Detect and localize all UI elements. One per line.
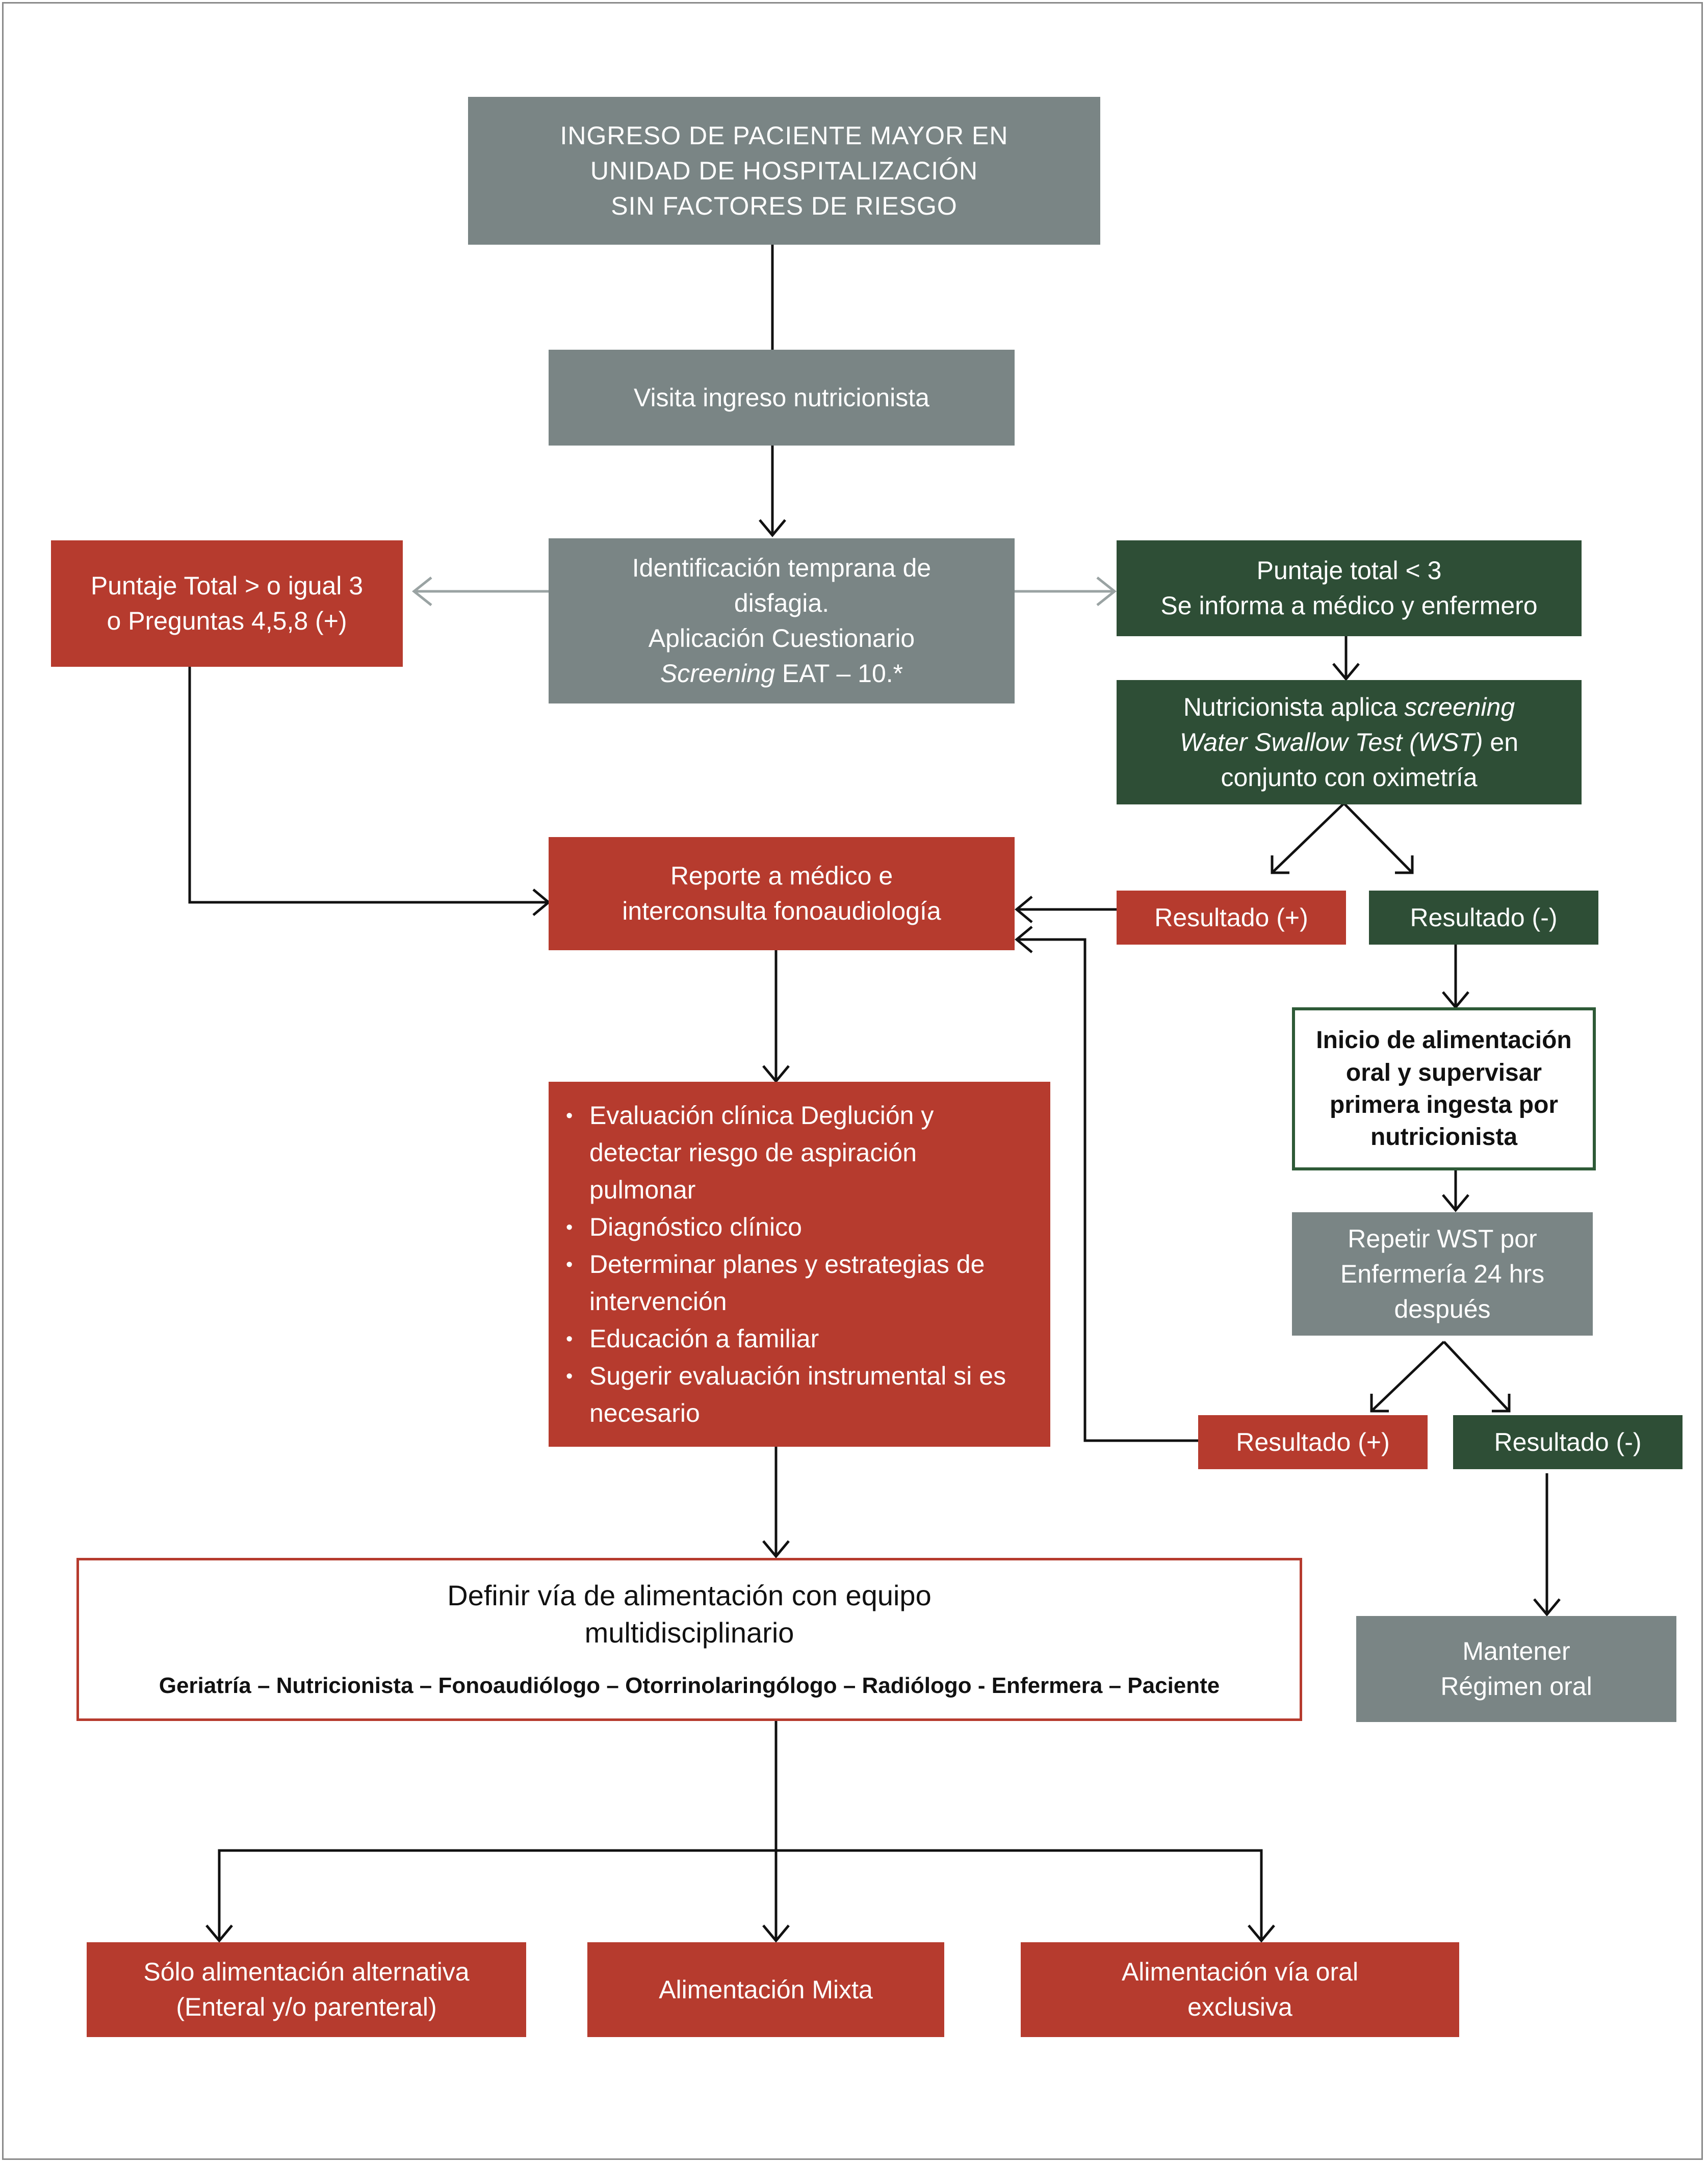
arrowhead bbox=[1015, 926, 1033, 953]
result1-negative-box: Resultado (-) bbox=[1369, 891, 1598, 945]
repeat-line-3: después bbox=[1394, 1294, 1491, 1323]
evaluation-item: Determinar planes y estrategias de inter… bbox=[566, 1246, 1030, 1320]
wst-line-1-plain: Nutricionista aplica bbox=[1183, 692, 1405, 721]
arrow-result2-pos-to-report bbox=[1018, 938, 1198, 1442]
arrowhead bbox=[762, 1924, 790, 1943]
arrowhead bbox=[1442, 1194, 1469, 1212]
arrowhead bbox=[1271, 855, 1289, 874]
oral-feeding-start-box: Inicio de alimentación oral y supervisar… bbox=[1292, 1007, 1596, 1170]
arrow-define-branch bbox=[218, 1849, 1263, 1940]
define-line-2: multidisciplinario bbox=[584, 1616, 794, 1649]
arrowhead bbox=[1492, 1394, 1511, 1413]
visit-label: Visita ingreso nutricionista bbox=[634, 383, 929, 412]
maintain-line-2: Régimen oral bbox=[1440, 1672, 1592, 1701]
evaluation-item: Diagnóstico clínico bbox=[566, 1209, 1030, 1246]
arrowhead bbox=[1533, 1598, 1561, 1617]
wst-line-3: conjunto con oximetría bbox=[1221, 763, 1478, 792]
maintain-line-1: Mantener bbox=[1462, 1637, 1570, 1665]
screening-line-4: Screening EAT – 10.* bbox=[660, 656, 903, 691]
screening-eat10: EAT – 10.* bbox=[775, 659, 903, 688]
maintain-oral-regimen-box: Mantener Régimen oral bbox=[1356, 1616, 1676, 1722]
nutritionist-visit-box: Visita ingreso nutricionista bbox=[549, 350, 1015, 446]
arrowhead bbox=[762, 1540, 790, 1558]
wst-screening-box: Nutricionista aplica screening Water Swa… bbox=[1117, 680, 1582, 804]
repeat-line-2: Enfermería 24 hrs bbox=[1340, 1259, 1545, 1288]
arrow-wst-to-result1-pos bbox=[1271, 802, 1345, 874]
oral-start-line-4: nutricionista bbox=[1370, 1124, 1518, 1151]
alternative-line-2: (Enteral y/o parenteral) bbox=[176, 1993, 437, 2021]
report-line-2: interconsulta fonoaudiología bbox=[622, 897, 941, 925]
arrowhead bbox=[762, 1065, 790, 1083]
negative-score-box: Puntaje total < 3 Se informa a médico y … bbox=[1117, 540, 1582, 636]
define-team: Geriatría – Nutricionista – Fonoaudiólog… bbox=[159, 1673, 1220, 1699]
mixed-label: Alimentación Mixta bbox=[659, 1975, 873, 2004]
start-admission-box: INGRESO DE PACIENTE MAYOR EN UNIDAD DE H… bbox=[468, 97, 1100, 245]
wst-line-1-italic: screening bbox=[1404, 692, 1515, 721]
repeat-line-1: Repetir WST por bbox=[1348, 1224, 1537, 1253]
evaluation-item: Educación a familiar bbox=[566, 1320, 1030, 1358]
outcome-alternative-box: Sólo alimentación alternativa (Enteral y… bbox=[87, 1942, 526, 2037]
wst-line-2: Water Swallow Test (WST) en bbox=[1180, 725, 1518, 760]
arrowhead bbox=[1248, 1924, 1275, 1943]
screening-line-1: Identificación temprana de bbox=[632, 554, 931, 582]
positive-score-box: Puntaje Total > o igual 3 o Preguntas 4,… bbox=[51, 540, 403, 667]
result1-positive-box: Resultado (+) bbox=[1117, 891, 1346, 945]
result2-negative-label: Resultado (-) bbox=[1494, 1427, 1642, 1456]
wst-line-2-rest: en bbox=[1483, 727, 1519, 757]
result2-positive-box: Resultado (+) bbox=[1198, 1415, 1428, 1469]
report-doctor-box: Reporte a médico e interconsulta fonoaud… bbox=[549, 837, 1015, 950]
report-line-1: Reporte a médico e bbox=[670, 862, 893, 890]
arrow-positive-to-report bbox=[188, 667, 548, 904]
arrowhead bbox=[1395, 855, 1414, 874]
arrowhead bbox=[1015, 896, 1033, 923]
oral-line-2: exclusiva bbox=[1187, 1993, 1292, 2021]
define-line-1: Definir vía de alimentación con equipo bbox=[447, 1579, 931, 1611]
result2-positive-label: Resultado (+) bbox=[1236, 1427, 1390, 1456]
screening-italic: Screening bbox=[660, 659, 775, 688]
arrowhead bbox=[759, 519, 786, 537]
result1-negative-label: Resultado (-) bbox=[1410, 903, 1558, 932]
oral-start-line-3: primera ingesta por bbox=[1329, 1091, 1559, 1118]
wst-line-2-italic: Water Swallow Test (WST) bbox=[1179, 727, 1483, 757]
arrowhead bbox=[411, 577, 432, 606]
arrowhead bbox=[1096, 577, 1117, 606]
evaluation-list: Evaluación clínica Deglución y detectar … bbox=[549, 1097, 1050, 1432]
repeat-wst-box: Repetir WST por Enfermería 24 hrs despué… bbox=[1292, 1212, 1593, 1336]
negative-score-line-2: Se informa a médico y enfermero bbox=[1160, 591, 1538, 620]
positive-score-line-1: Puntaje Total > o igual 3 bbox=[90, 571, 364, 600]
dysphagia-screening-box: Identificación temprana de disfagia. Apl… bbox=[549, 538, 1015, 703]
oral-line-1: Alimentación vía oral bbox=[1121, 1958, 1359, 1986]
arrowhead bbox=[205, 1924, 233, 1943]
outcome-mixed-box: Alimentación Mixta bbox=[587, 1942, 944, 2037]
result2-negative-box: Resultado (-) bbox=[1453, 1415, 1683, 1469]
screening-line-2: disfagia. bbox=[734, 589, 830, 617]
positive-score-line-2: o Preguntas 4,5,8 (+) bbox=[107, 607, 347, 635]
arrowhead bbox=[1370, 1394, 1389, 1413]
start-line-3: SIN FACTORES DE RIESGO bbox=[611, 191, 957, 220]
arrow-repeat-to-result2-pos bbox=[1370, 1341, 1445, 1412]
oral-start-line-1: Inicio de alimentación bbox=[1316, 1027, 1572, 1054]
start-line-1: INGRESO DE PACIENTE MAYOR EN bbox=[560, 121, 1008, 150]
wst-line-1: Nutricionista aplica screening bbox=[1183, 690, 1515, 725]
oral-start-line-2: oral y supervisar bbox=[1345, 1059, 1542, 1086]
result1-positive-label: Resultado (+) bbox=[1154, 903, 1308, 932]
screening-line-3: Aplicación Cuestionario bbox=[648, 624, 915, 653]
start-line-2: UNIDAD DE HOSPITALIZACIÓN bbox=[590, 156, 978, 185]
negative-score-line-1: Puntaje total < 3 bbox=[1256, 556, 1442, 585]
evaluation-item: Evaluación clínica Deglución y detectar … bbox=[566, 1097, 1030, 1209]
alternative-line-1: Sólo alimentación alternativa bbox=[143, 1958, 470, 1986]
evaluation-item: Sugerir evaluación instrumental si es ne… bbox=[566, 1358, 1030, 1432]
define-feeding-route-box: Definir vía de alimentación con equipo m… bbox=[76, 1558, 1302, 1721]
arrow-wst-to-result1-neg bbox=[1343, 802, 1413, 874]
arrowhead bbox=[1332, 663, 1360, 681]
arrow-repeat-to-result2-neg bbox=[1443, 1341, 1510, 1412]
outcome-oral-box: Alimentación vía oral exclusiva bbox=[1021, 1942, 1459, 2037]
clinical-evaluation-box: Evaluación clínica Deglución y detectar … bbox=[549, 1082, 1050, 1447]
